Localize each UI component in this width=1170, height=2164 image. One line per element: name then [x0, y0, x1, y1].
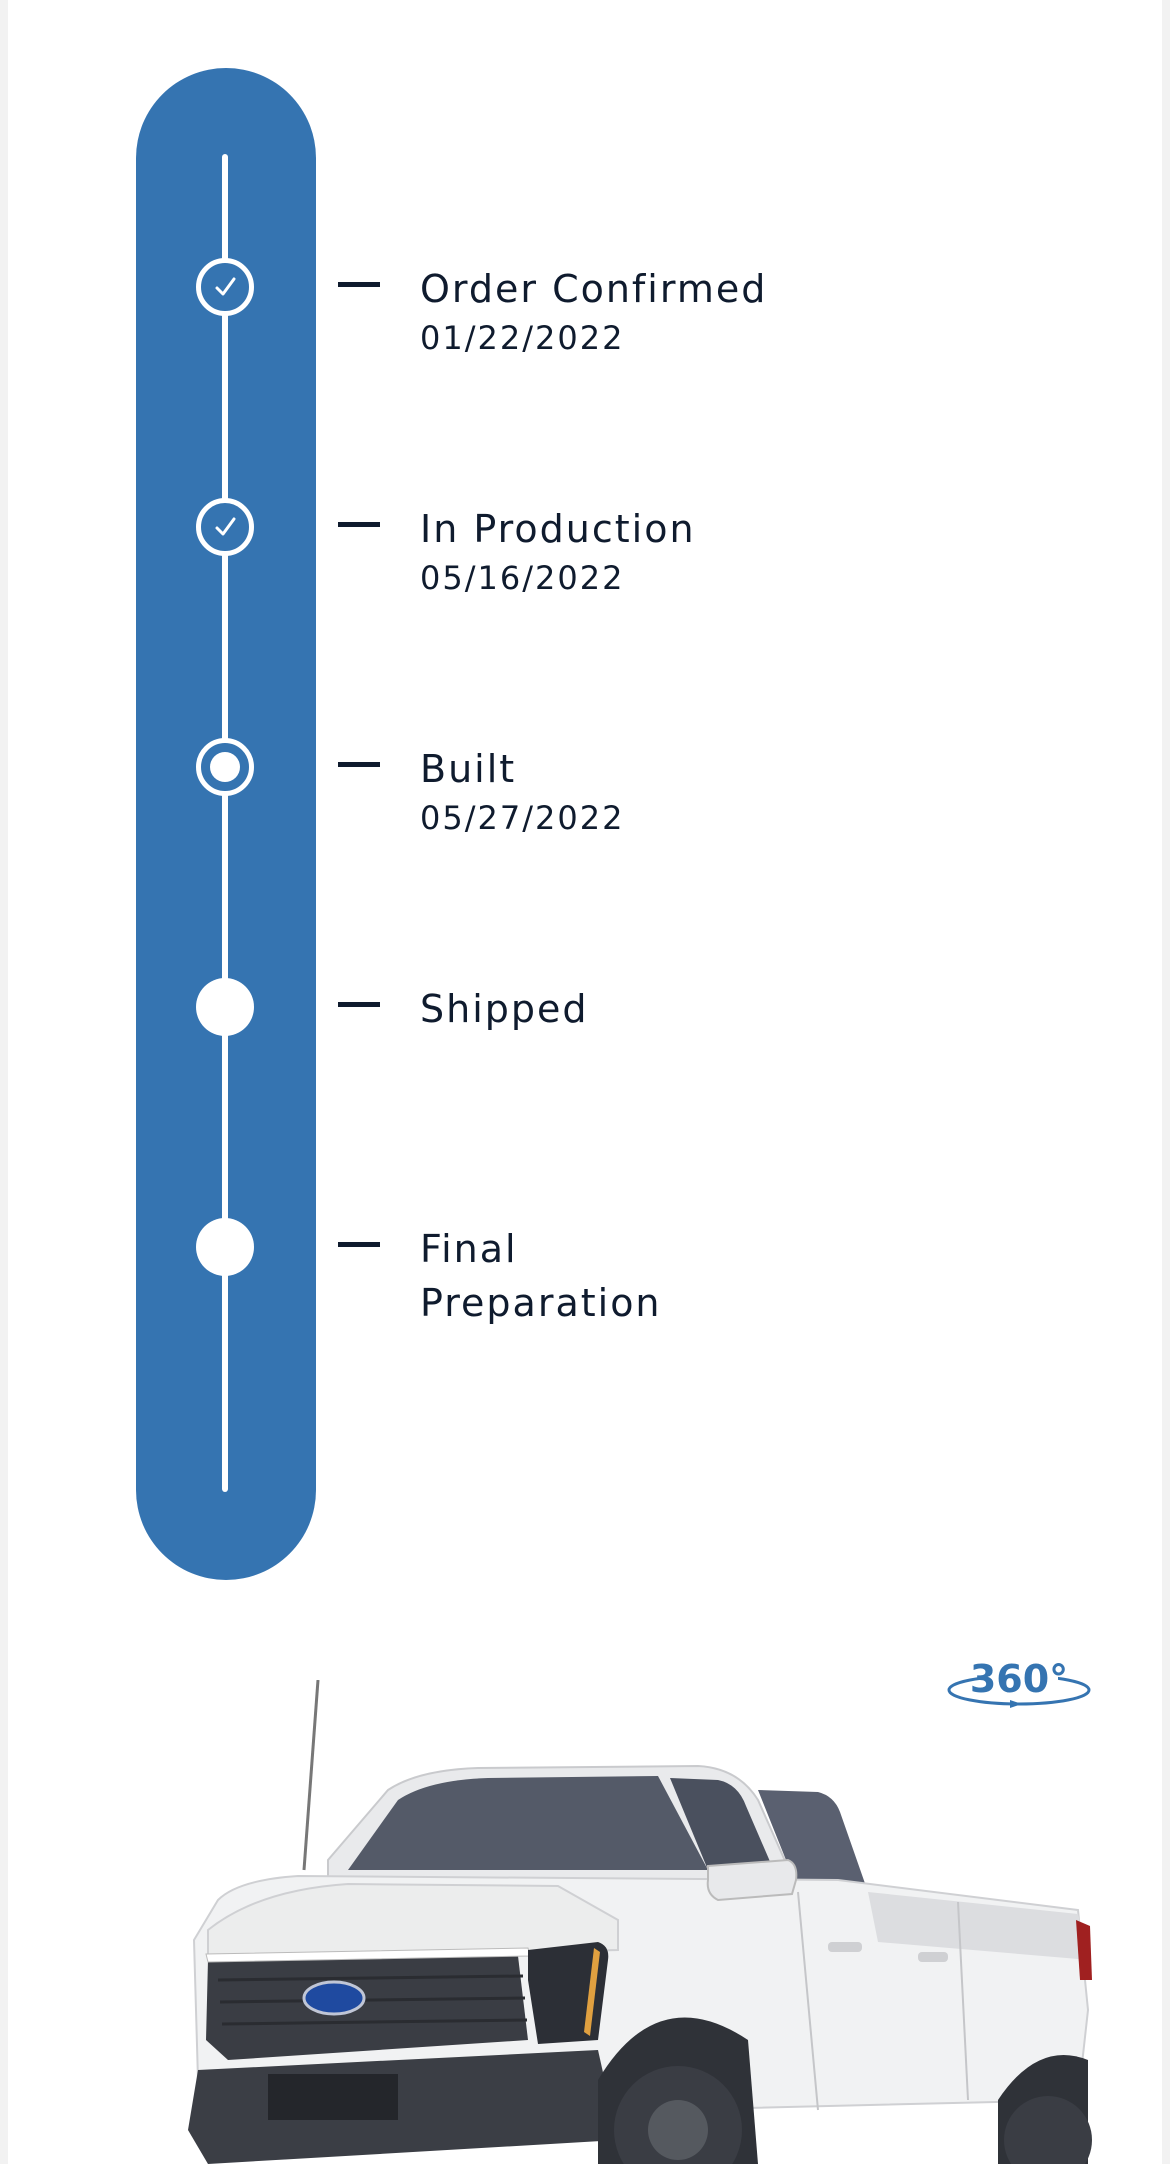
step-connector-dash: [338, 1002, 380, 1007]
tracker-line: [222, 154, 228, 1492]
order-status-page: Order Confirmed 01/22/2022 In Production…: [8, 0, 1162, 2164]
current-step-dot: [210, 752, 240, 782]
step-title: In Production: [420, 507, 696, 551]
step-title: Final Preparation: [420, 1227, 662, 1325]
step-title: Shipped: [420, 987, 589, 1031]
step-5-pending-step-icon: [196, 1218, 254, 1276]
vehicle-image: [98, 1679, 1098, 2164]
step-title: Built: [420, 747, 517, 791]
step-2-check-icon: [196, 498, 254, 556]
step-connector-dash: [338, 522, 380, 527]
step-connector-dash: [338, 1242, 380, 1247]
step-title: Order Confirmed: [420, 267, 768, 311]
step-4-pending-step-icon: [196, 978, 254, 1036]
rotate-360-icon[interactable]: 360°: [944, 1652, 1094, 1712]
step-connector-dash: [338, 282, 380, 287]
step-date: 05/27/2022: [420, 799, 625, 837]
step-1-check-icon: [196, 258, 254, 316]
step-date: 05/16/2022: [420, 559, 625, 597]
step-date: 01/22/2022: [420, 319, 625, 357]
360-label: 360°: [970, 1657, 1068, 1701]
step-connector-dash: [338, 762, 380, 767]
order-progress-tracker: [136, 68, 316, 1580]
step-3-current-step-icon: [196, 738, 254, 796]
